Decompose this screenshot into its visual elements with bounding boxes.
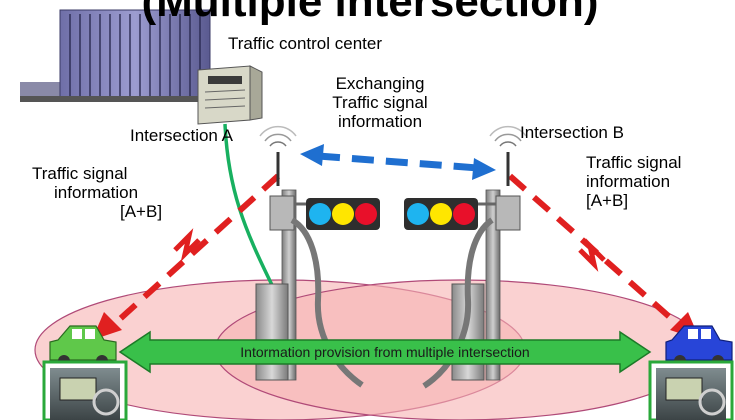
signal-a-red-light bbox=[355, 203, 377, 225]
left-info-label: Traffic signal information [A+B] bbox=[32, 164, 162, 221]
intersection-a-label: Intersection A bbox=[130, 126, 234, 145]
right-info-line-2: information bbox=[586, 172, 671, 191]
control-center-building bbox=[20, 9, 220, 102]
signal-head-a bbox=[306, 198, 380, 230]
exchanging-label-line-3: information bbox=[337, 112, 423, 131]
page-title: (Multiple intersection) bbox=[141, 0, 599, 26]
exchanging-label: Exchanging Traffic signal information bbox=[300, 74, 460, 131]
left-info-line-3: [A+B] bbox=[120, 202, 163, 221]
intersection-b-label: Intersection B bbox=[520, 123, 624, 142]
nav-screen-left bbox=[42, 360, 128, 420]
zigzag-right bbox=[578, 238, 606, 272]
zigzag-left bbox=[173, 228, 201, 262]
exchanging-label-line-2: Traffic signal bbox=[332, 93, 428, 112]
signal-b-blue-light bbox=[407, 203, 429, 225]
car-right bbox=[665, 325, 733, 367]
antenna-a bbox=[259, 125, 297, 186]
signal-b-yellow-light bbox=[430, 203, 452, 225]
exchanging-label-line-1: Exchanging bbox=[335, 74, 425, 93]
controller-box bbox=[197, 65, 263, 125]
signal-a-yellow-light bbox=[332, 203, 354, 225]
info-provision-banner-label: Intormation provision from multiple inte… bbox=[240, 344, 530, 360]
right-info-label: Traffic signal information [A+B] bbox=[586, 153, 681, 210]
right-info-line-1: Traffic signal bbox=[586, 153, 682, 172]
signal-a-blue-light bbox=[309, 203, 331, 225]
antenna-b bbox=[489, 125, 527, 186]
exchange-arrow bbox=[300, 144, 496, 180]
nav-screen-right bbox=[648, 360, 734, 420]
control-center-label: Traffic control center bbox=[228, 34, 383, 53]
right-info-line-3: [A+B] bbox=[586, 191, 629, 210]
info-provision-banner bbox=[118, 330, 652, 374]
left-info-line-2: information bbox=[54, 183, 139, 202]
signal-head-b bbox=[404, 198, 478, 230]
left-info-line-1: Traffic signal bbox=[32, 164, 128, 183]
signal-b-red-light bbox=[453, 203, 475, 225]
